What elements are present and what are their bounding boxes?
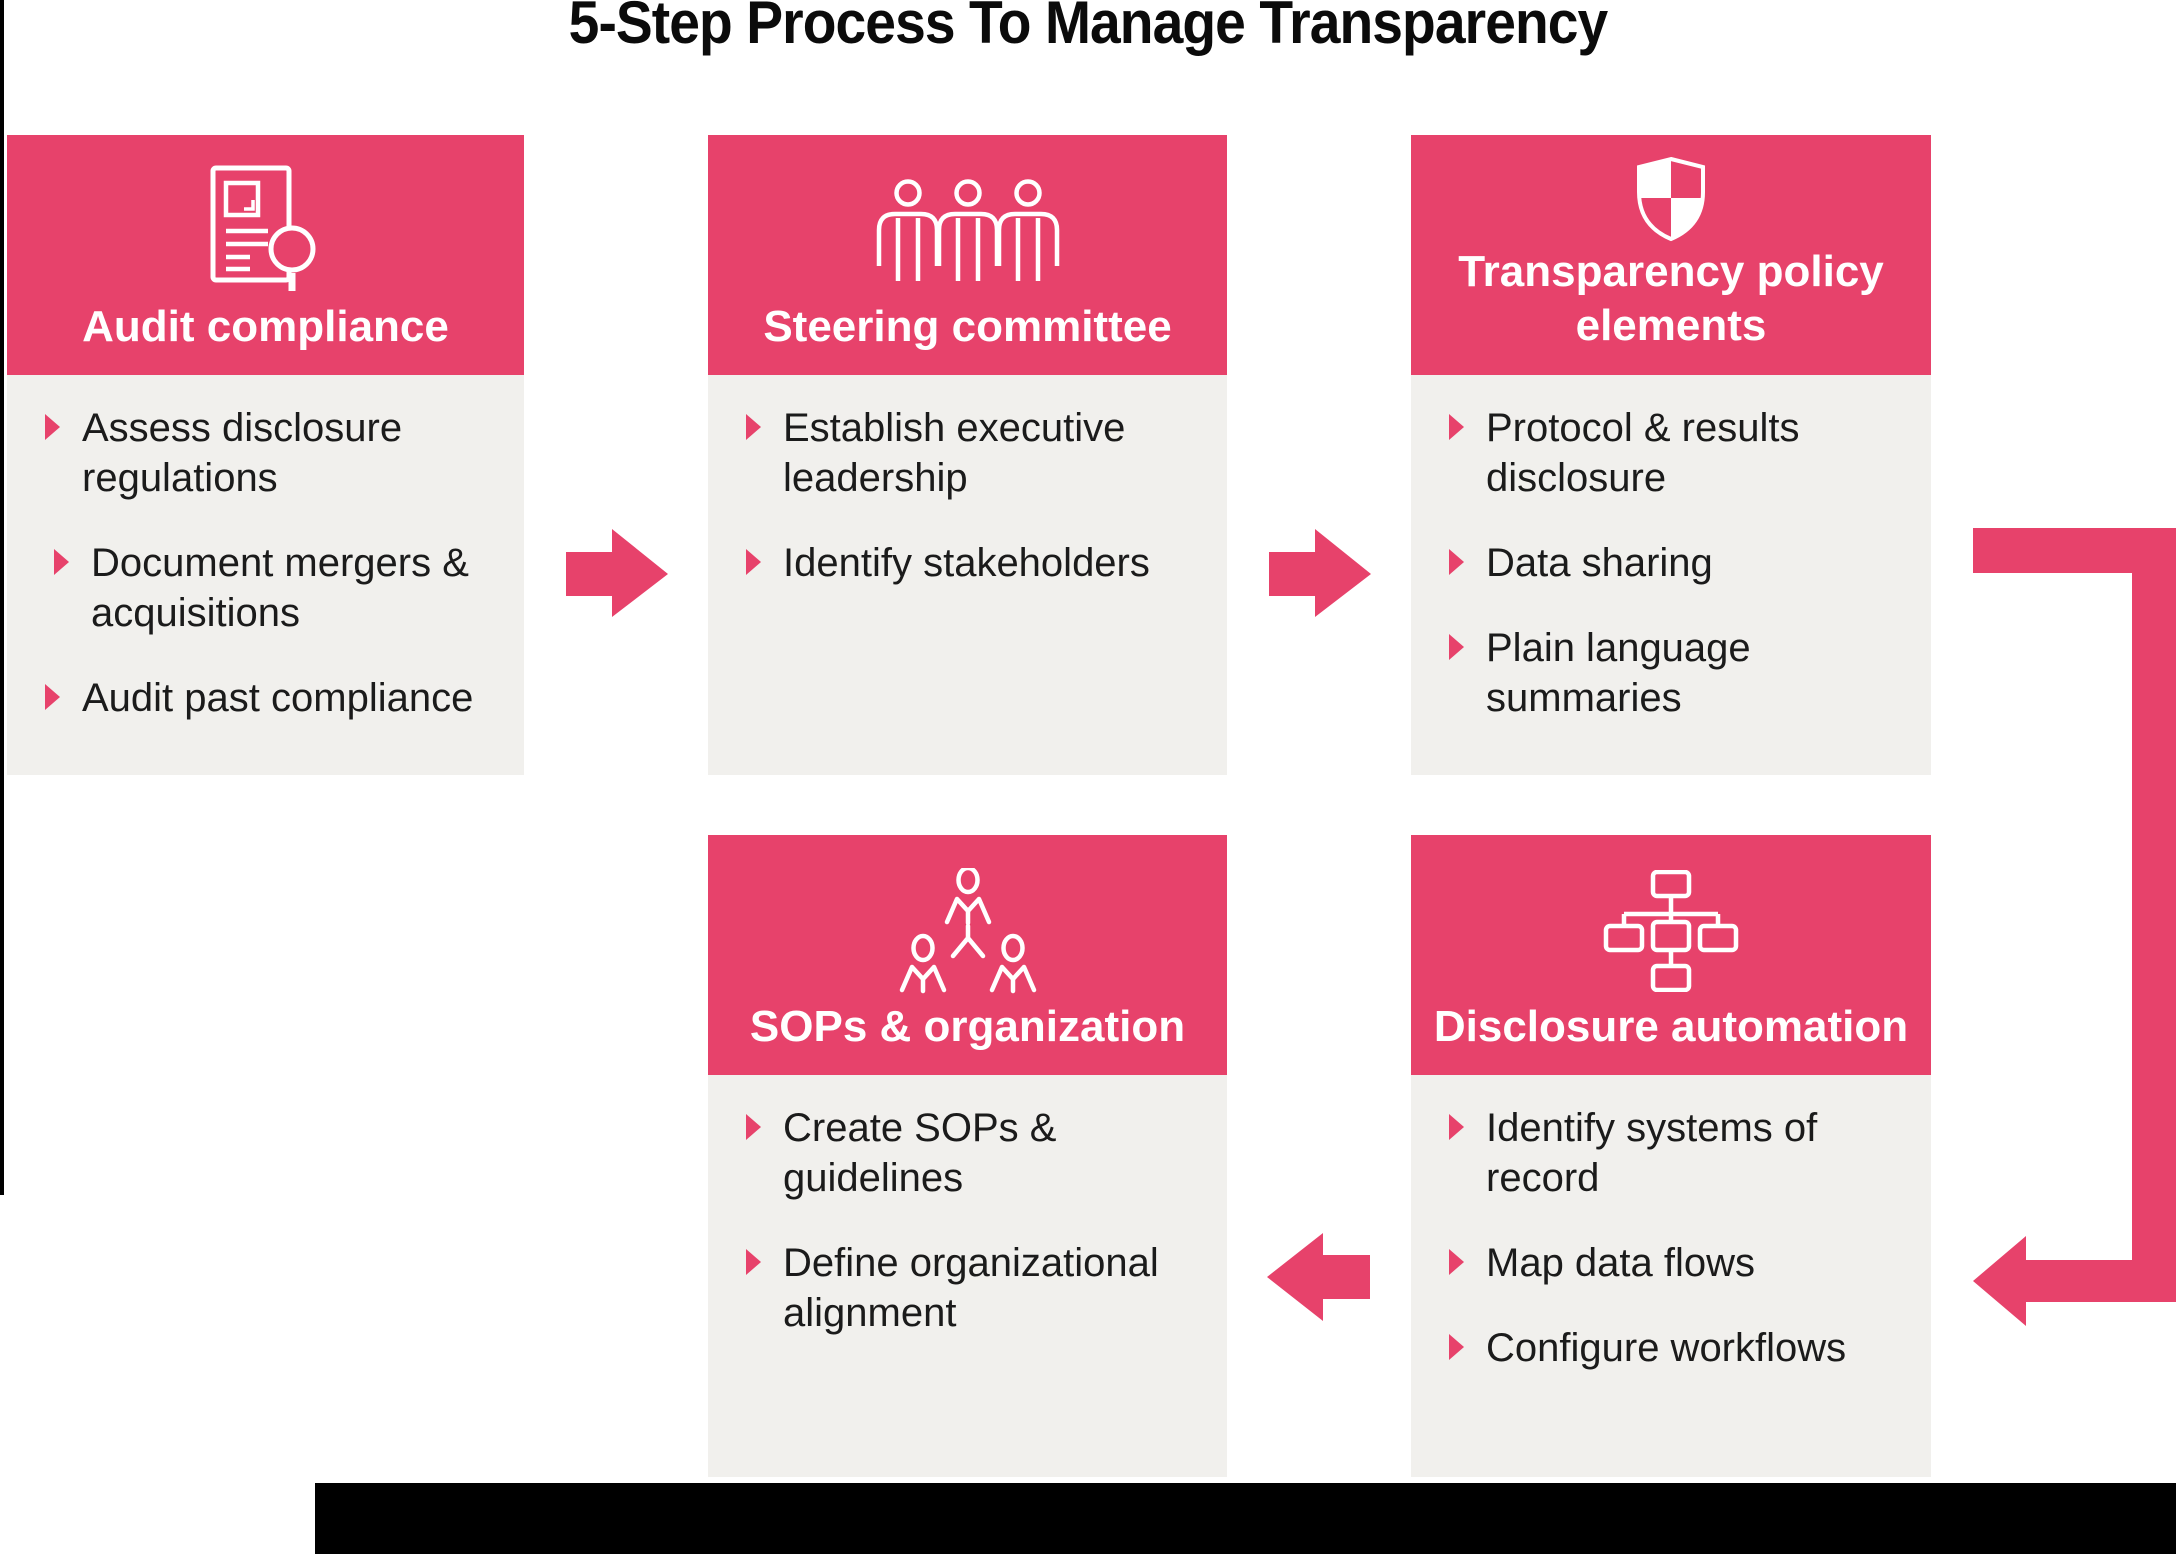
step-card-disclosure-automation: Disclosure automation Identify systems o… <box>1411 835 1931 1477</box>
bullet-item: Create SOPs & guidelines <box>746 1103 1191 1203</box>
bottom-black-bar <box>315 1483 2176 1554</box>
bullet-item: Audit past compliance <box>45 673 488 723</box>
step-card-steering-committee: Steering committee Establish executive l… <box>708 135 1227 775</box>
step-title: SOPs & organization <box>749 1002 1186 1051</box>
bullet-triangle-icon <box>746 1114 761 1140</box>
step-title: Disclosure automation <box>1433 1002 1909 1051</box>
bullet-triangle-icon <box>1449 414 1464 440</box>
document-magnifier-icon <box>210 165 315 291</box>
flowchart-icon <box>1596 861 1746 1001</box>
page-title: 5-Step Process To Manage Transparency <box>568 0 1609 56</box>
step-body: Assess disclosure regulations Document m… <box>7 375 524 775</box>
bullet-text: Identify systems of record <box>1486 1106 1818 1200</box>
step-card-transparency-policy-elements: Transparency policy elements Protocol & … <box>1411 135 1931 775</box>
bullet-triangle-icon <box>1449 1114 1464 1140</box>
bullet-triangle-icon <box>1449 1249 1464 1275</box>
document-magnifier-icon <box>210 161 322 301</box>
bullet-triangle-icon <box>746 414 761 440</box>
bullet-item: Establish executive leadership <box>746 403 1191 503</box>
people-row-icon <box>876 161 1060 301</box>
left-arrow-step5-to-step4 <box>1267 1233 1370 1321</box>
bullet-item: Assess disclosure regulations <box>45 403 488 503</box>
bullet-item: Configure workflows <box>1449 1323 1895 1373</box>
step-body: Protocol & results disclosure Data shari… <box>1411 375 1931 775</box>
bullet-text: Plain language summaries <box>1486 626 1751 720</box>
step-header: Transparency policy elements <box>1411 135 1931 375</box>
step-body: Create SOPs & guidelines Define organiza… <box>708 1075 1227 1477</box>
bullet-triangle-icon <box>1449 634 1464 660</box>
right-arrow-step1-to-step2 <box>566 529 668 617</box>
flowchart-icon <box>1603 870 1739 992</box>
step-header: Disclosure automation <box>1411 835 1931 1075</box>
bullet-item: Protocol & results disclosure <box>1449 403 1895 503</box>
step-card-audit-compliance: Audit compliance Assess disclosure regul… <box>7 135 524 775</box>
bullet-triangle-icon <box>746 1249 761 1275</box>
bullet-item: Identify systems of record <box>1449 1103 1895 1203</box>
step-header: Audit compliance <box>7 135 524 375</box>
left-border-line <box>0 0 4 1195</box>
bullet-text: Create SOPs & guidelines <box>783 1106 1057 1200</box>
bullet-item: Identify stakeholders <box>746 538 1191 588</box>
bullet-text: Data sharing <box>1486 541 1713 585</box>
step-header: Steering committee <box>708 135 1227 375</box>
bullet-item: Plain language summaries <box>1449 623 1895 723</box>
bullet-text: Assess disclosure regulations <box>82 406 403 500</box>
bullet-text: Define organizational alignment <box>783 1241 1159 1335</box>
bullet-item: Document mergers & acquisitions <box>54 538 488 638</box>
step-body: Identify systems of record Map data flow… <box>1411 1075 1931 1477</box>
bullet-text: Document mergers & acquisitions <box>91 541 469 635</box>
bullet-text: Configure workflows <box>1486 1326 1847 1370</box>
bullet-item: Define organizational alignment <box>746 1238 1191 1338</box>
people-row-icon <box>876 179 1059 281</box>
step-title: Transparency policy elements <box>1458 247 1884 350</box>
step-title: Steering committee <box>763 302 1172 351</box>
bullet-text: Establish executive leadership <box>783 406 1126 500</box>
step-body: Establish executive leadership Identify … <box>708 375 1227 775</box>
bullet-text: Identify stakeholders <box>783 541 1150 585</box>
bullet-triangle-icon <box>1449 1334 1464 1360</box>
bullet-triangle-icon <box>45 684 60 710</box>
bullet-text: Protocol & results disclosure <box>1486 406 1800 500</box>
bullet-item: Map data flows <box>1449 1238 1895 1288</box>
bullet-item: Data sharing <box>1449 538 1895 588</box>
shield-checker-icon <box>1637 156 1705 242</box>
step-header: SOPs & organization <box>708 835 1227 1075</box>
bullet-triangle-icon <box>1449 549 1464 575</box>
right-arrow-step2-to-step3 <box>1269 529 1371 617</box>
elbow-left-arrow-step3-to-step5 <box>1973 528 2176 1326</box>
step-title: Audit compliance <box>82 302 449 351</box>
bullet-text: Map data flows <box>1486 1241 1756 1285</box>
step-card-sops-organization: SOPs & organization Create SOPs & guidel… <box>708 835 1227 1477</box>
org-chart-people-icon <box>893 861 1043 1001</box>
org-chart-people-icon <box>899 868 1036 994</box>
shield-checker-icon <box>1635 155 1707 243</box>
bullet-triangle-icon <box>746 549 761 575</box>
bullet-triangle-icon <box>45 414 60 440</box>
bullet-text: Audit past compliance <box>82 676 474 720</box>
bullet-triangle-icon <box>54 549 69 575</box>
